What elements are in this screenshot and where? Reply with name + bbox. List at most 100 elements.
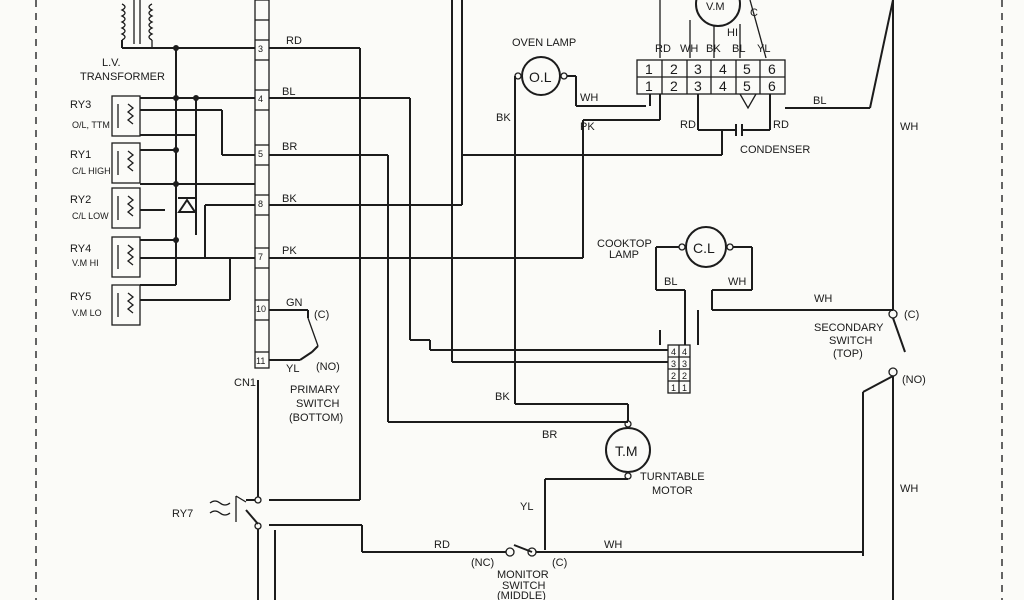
cn1-connector: [254, 0, 270, 369]
relay-ry1-label: RY1: [70, 149, 91, 161]
wire-label-bl-3: BL: [664, 276, 677, 288]
primary-switch-c: (C): [314, 309, 329, 321]
tb-bot-5: 5: [743, 78, 751, 94]
transformer-label-1: L.V.: [102, 57, 121, 69]
monitor-switch-label-3: (MIDDLE): [497, 590, 546, 600]
cn1-pin-4: 4: [258, 94, 263, 104]
wire-label-rd-1: RD: [286, 35, 302, 47]
cooktop-lamp-label-1: COOKTOP: [597, 238, 652, 250]
secondary-switch-no: (NO): [902, 374, 926, 386]
relay-ry3-label: RY3: [70, 99, 91, 111]
cc-r2-a: 3: [671, 359, 676, 369]
relay-ry4-sub: V.M HI: [72, 258, 99, 268]
relay-ry1-sub: C/L HIGH: [72, 166, 111, 176]
wire-label-rd-3: RD: [773, 119, 789, 131]
tb-color-bl: BL: [732, 43, 745, 55]
tb-color-wh: WH: [680, 43, 698, 55]
tb-top-3: 3: [694, 61, 702, 77]
wire-label-bk-2: BK: [496, 112, 511, 124]
wire-label-wh-3: WH: [814, 293, 832, 305]
tb-top-2: 2: [670, 61, 678, 77]
secondary-switch-no-terminal: [888, 367, 898, 377]
vent-motor-c: C: [750, 7, 758, 19]
monitor-switch-c: (C): [552, 557, 567, 569]
primary-switch-label-3: (BOTTOM): [289, 412, 343, 424]
wire-label-wh-2: WH: [728, 276, 746, 288]
cooktop-connector: [659, 330, 691, 394]
relay-bank: [111, 45, 255, 326]
wire-label-gn: GN: [286, 297, 303, 309]
monitor-switch-label-2: SWITCH: [502, 580, 545, 592]
cn1-pin-5: 5: [258, 149, 263, 159]
cc-r4-a: 1: [671, 383, 676, 393]
wire-label-bk-1: BK: [282, 193, 297, 205]
relay-ry2-label: RY2: [70, 194, 91, 206]
wire-label-rd-2: RD: [680, 119, 696, 131]
monitor-switch-nc-terminal: [505, 547, 515, 557]
secondary-switch-label-3: (TOP): [833, 348, 863, 360]
cc-r3-b: 2: [682, 371, 687, 381]
turntable-motor: [605, 427, 651, 473]
wire-label-wh-5: WH: [900, 483, 918, 495]
wire-label-br-1: BR: [282, 141, 297, 153]
cc-r2-b: 3: [682, 359, 687, 369]
tb-bot-4: 4: [719, 78, 727, 94]
tb-top-4: 4: [719, 61, 727, 77]
tb-color-rd: RD: [655, 43, 671, 55]
relay-ry4-label: RY4: [70, 243, 91, 255]
wire-label-wh-4: WH: [900, 121, 918, 133]
primary-switch-label-2: SWITCH: [296, 398, 339, 410]
wire-label-yl-1: YL: [286, 363, 299, 375]
cn1-label: CN1: [234, 377, 256, 389]
monitor-switch-label-1: MONITOR: [497, 569, 549, 581]
tb-color-bk: BK: [706, 43, 721, 55]
wire-label-bl-1: BL: [282, 86, 295, 98]
cn1-pin-7: 7: [258, 252, 263, 262]
cn1-pin-10: 10: [256, 304, 266, 314]
primary-switch-label-1: PRIMARY: [290, 384, 341, 396]
cn1-pin-8: 8: [258, 199, 263, 209]
turntable-motor-symbol: T.M: [615, 443, 638, 459]
turntable-label-1: TURNTABLE: [640, 471, 705, 483]
wire-label-yl-2: YL: [520, 501, 533, 513]
vent-motor-symbol: V.M: [706, 1, 725, 13]
cooktop-lamp-label-2: LAMP: [609, 249, 639, 261]
wire-label-pk-1: PK: [282, 245, 297, 257]
oven-lamp: [521, 56, 561, 96]
relay-ry5-sub: V.M LO: [72, 308, 102, 318]
lv-transformer: [120, 0, 255, 49]
wire-label-br-2: BR: [542, 429, 557, 441]
cooktop-lamp: [685, 226, 727, 268]
secondary-switch-label-2: SWITCH: [829, 335, 872, 347]
condenser-label: CONDENSER: [740, 144, 810, 156]
relay-ry5-label: RY5: [70, 291, 91, 303]
cc-r1-b: 4: [682, 347, 687, 357]
relay-ry7: [209, 380, 276, 600]
tb-bot-3: 3: [694, 78, 702, 94]
relay-ry2-sub: C/L LOW: [72, 211, 109, 221]
monitor-switch: [513, 544, 533, 553]
relay-ry3-sub: O/L, TTM: [72, 120, 110, 130]
oven-lamp-symbol: O.L: [529, 69, 552, 85]
tb-bot-1: 1: [645, 78, 653, 94]
tb-top-6: 6: [768, 61, 776, 77]
wire-label-wh-1: WH: [580, 92, 598, 104]
terminal-block: [636, 59, 786, 95]
cooktop-lamp-symbol: C.L: [693, 240, 715, 256]
secondary-switch: [892, 317, 906, 353]
tb-top-1: 1: [645, 61, 653, 77]
monitor-switch-nc: (NC): [471, 557, 494, 569]
cn1-pin-11: 11: [256, 356, 265, 366]
secondary-switch-c: (C): [904, 309, 919, 321]
wire-label-bk-3: BK: [495, 391, 510, 403]
cc-r3-a: 2: [671, 371, 676, 381]
wire-label-rd-4: RD: [434, 539, 450, 551]
oven-lamp-label: OVEN LAMP: [512, 37, 576, 49]
turntable-label-2: MOTOR: [652, 485, 693, 497]
wire-label-pk-2: PK: [580, 121, 595, 133]
cn1-pin-3: 3: [258, 44, 263, 54]
secondary-switch-label-1: SECONDARY: [814, 322, 884, 334]
tb-bot-2: 2: [670, 78, 678, 94]
